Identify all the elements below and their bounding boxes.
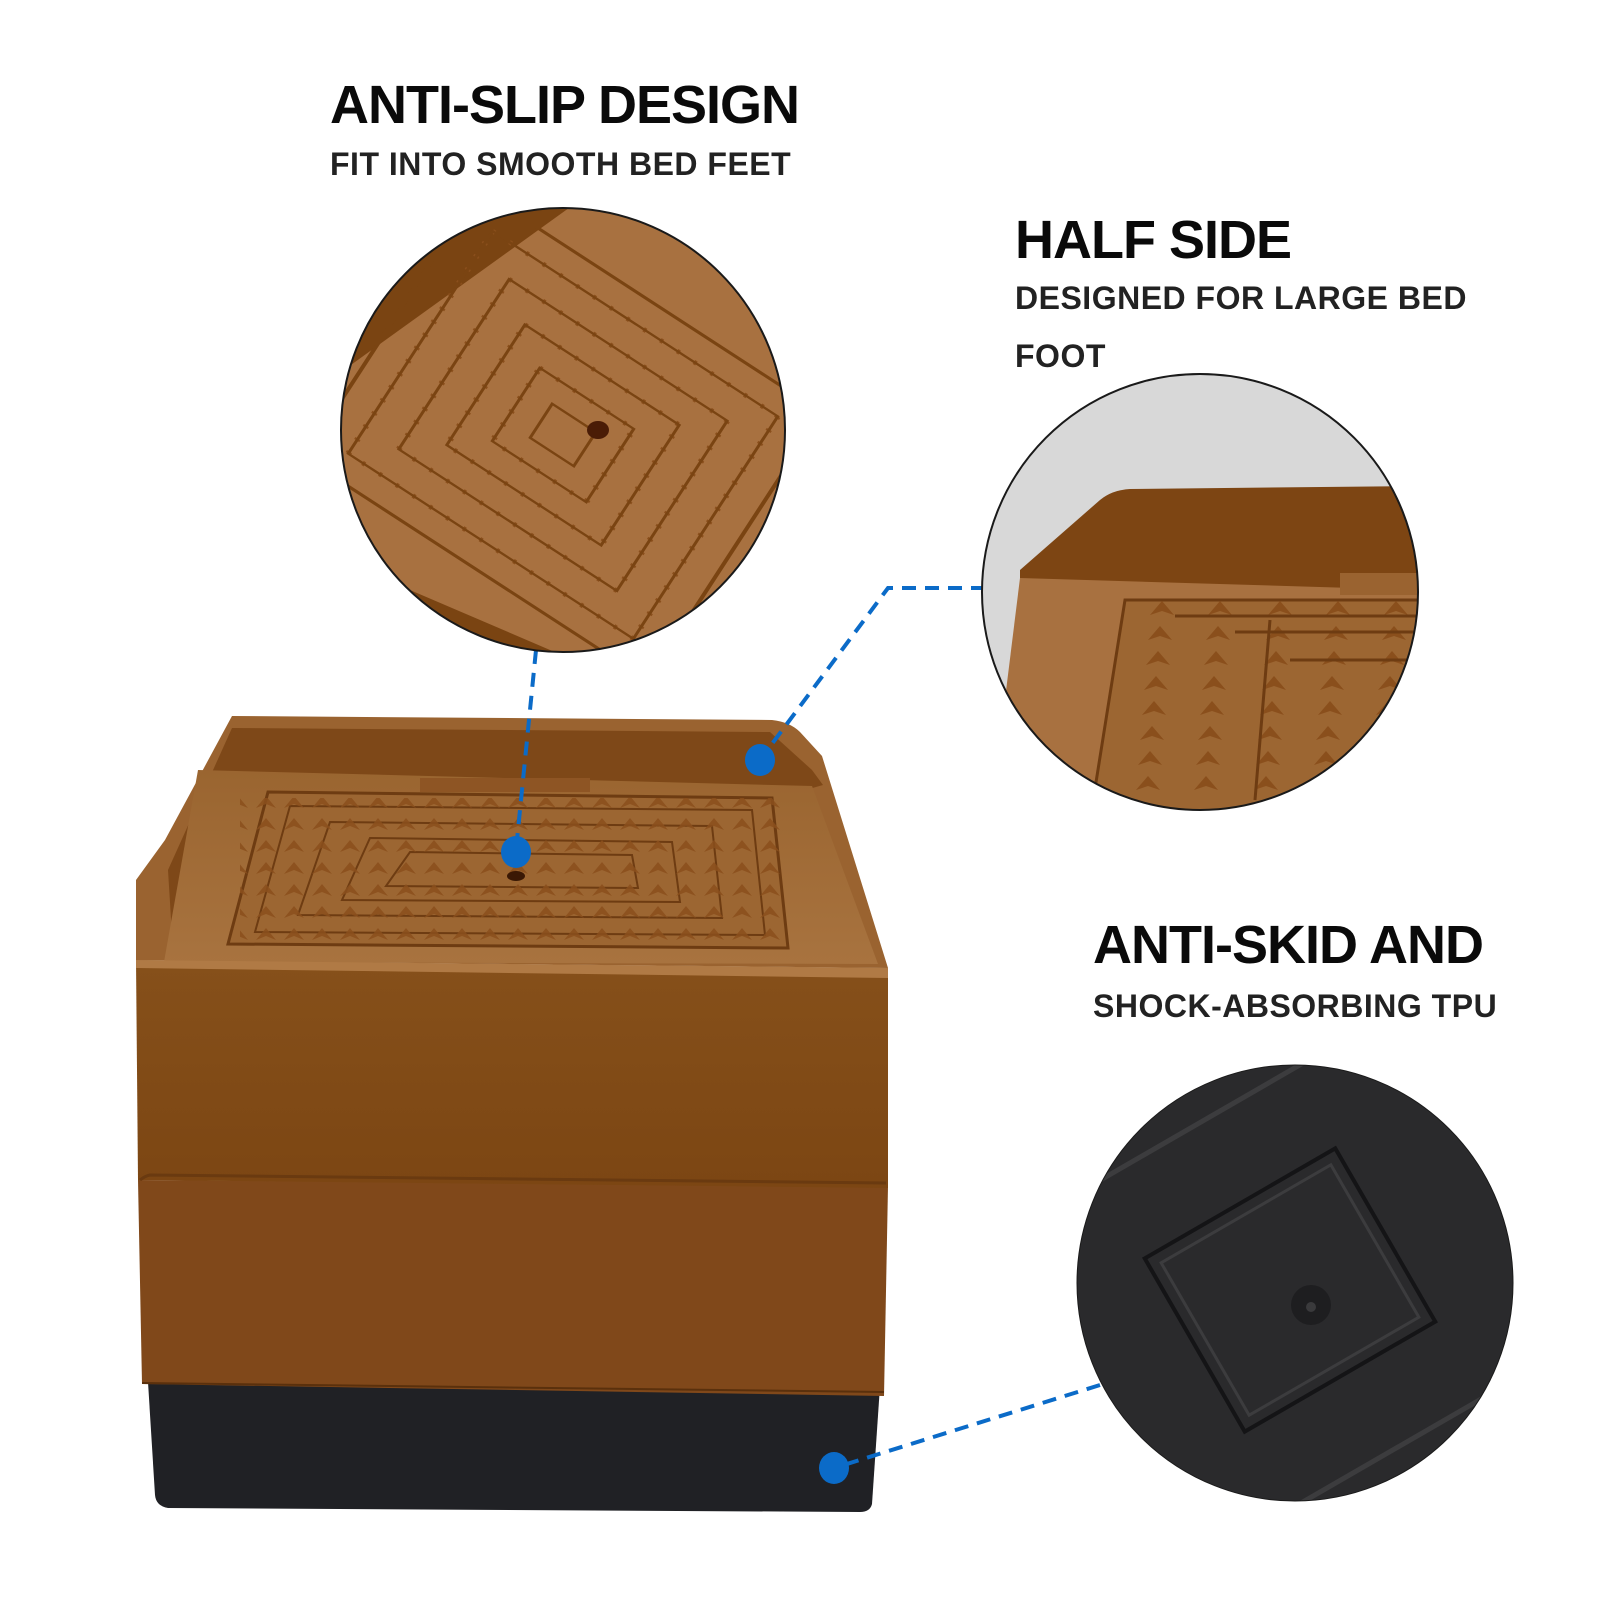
half-side-title: HALF SIDE xyxy=(1015,210,1292,270)
half-side-subtitle-line1: DESIGNED FOR LARGE BED xyxy=(1015,280,1467,316)
callout-dots xyxy=(501,744,849,1484)
anti-slip-subtitle: FIT INTO SMOOTH BED FEET xyxy=(330,146,792,182)
anti-skid-title: ANTI-SKID AND xyxy=(1093,915,1484,975)
half-side-zoom-circle xyxy=(981,373,1419,811)
anti-skid-dot xyxy=(819,1452,849,1484)
anti-skid-zoom-circle xyxy=(1076,1064,1514,1502)
anti-slip-zoom-circle xyxy=(340,207,786,653)
anti-slip-title: ANTI-SLIP DESIGN xyxy=(330,75,800,135)
callout-lines xyxy=(514,586,1101,1470)
anti-skid-subtitle: SHOCK-ABSORBING TPU xyxy=(1093,988,1498,1024)
anti-slip-dot xyxy=(501,836,531,868)
half-side-subtitle-line2: FOOT xyxy=(1015,338,1106,374)
half-side-dot xyxy=(745,744,775,776)
bed-riser-stack xyxy=(136,716,888,1512)
